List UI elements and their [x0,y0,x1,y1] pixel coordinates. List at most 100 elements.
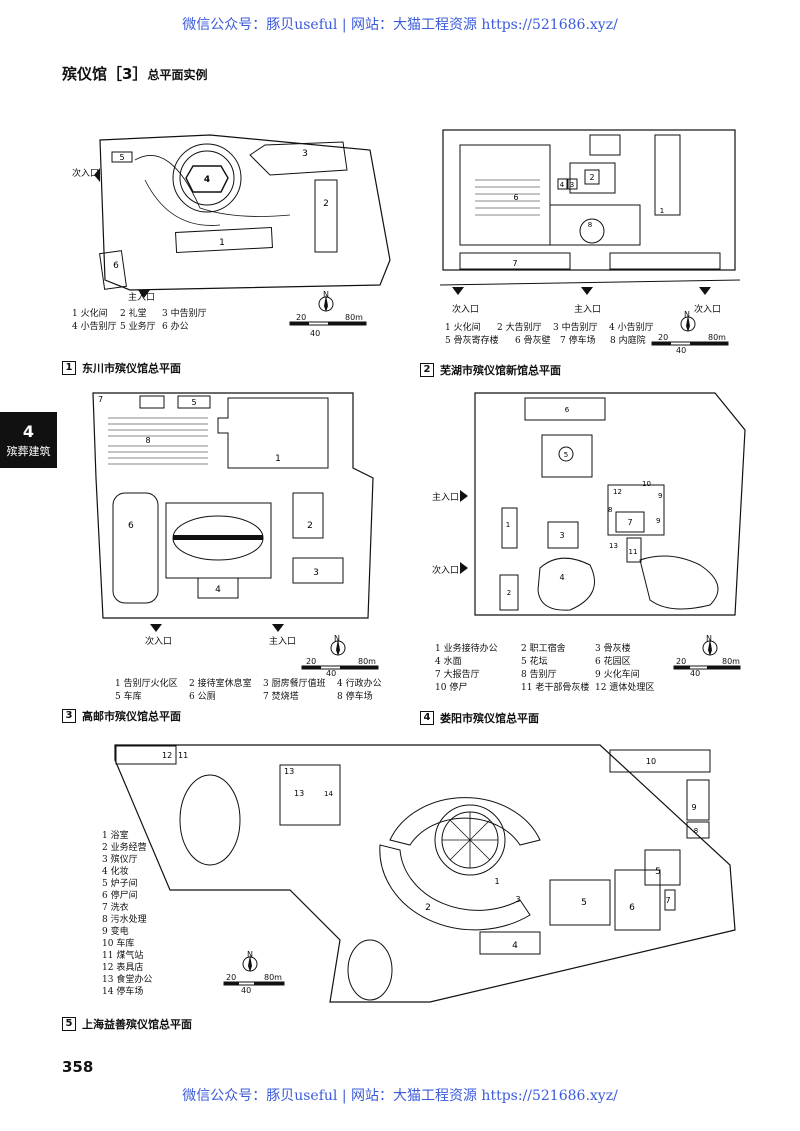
plan-3-secondary-entrance: 次入口 [145,637,173,647]
plan-4-num-12: 12 [613,488,622,496]
plan-5-num-11: 11 [178,751,188,760]
plan-1-scale-bar [289,295,367,326]
plan-4-legend-item: 9 火化车间 [595,670,640,680]
plan-3-caption-text: 高邮市殡仪馆总平面 [82,710,181,723]
plan-4-legend-item: 10 停尸 [435,683,468,693]
plan-4-num-6: 6 [565,406,570,414]
plan-5-num-5a: 5 [581,898,587,908]
plan-2-num-3: 3 [570,181,574,189]
plan-1-caption-text: 东川市殡仪馆总平面 [82,362,181,375]
plan-4-num-5: 5 [564,451,568,459]
plan-5-legend-item: 8 污水处理 [102,915,147,925]
plan-3-num-5: 5 [191,398,196,407]
plan-5-num-6: 6 [629,903,635,913]
plan-4-num-13: 13 [609,542,618,550]
plan-4-legend-item: 4 水面 [435,657,462,667]
plan-2-secondary-entrance-left: 次入口 [452,305,480,315]
watermark-top: 微信公众号：豚贝useful | 网站：大猫工程资源 https://52168… [182,17,618,33]
plan-2-legend-item: 2 大告别厅 [497,323,542,333]
plan-2-legend-item: 5 骨灰寄存楼 [445,336,499,346]
plan-5-legend-item: 13 食堂办公 [102,975,153,985]
plan-5-legend-item: 1 浴室 [102,831,129,841]
plan-5-scale-40: 40 [241,986,252,995]
plan-2-num-1: 1 [660,207,664,215]
plan-4-num-1: 1 [506,521,510,529]
plan-5-num-5b: 5 [655,867,661,877]
plan-2-num-2: 2 [589,173,594,182]
plan-5-num-13a: 13 [284,767,294,776]
plan-4-legend-item: 2 职工宿舍 [521,644,566,654]
plan-4-num-2: 2 [507,589,511,597]
plan-2-legend-item: 3 中告别厅 [553,323,598,333]
plan-5-legend-item: 5 炉子间 [102,879,138,889]
plan-4-num-11: 11 [629,548,638,556]
plan-5-legend-item: 3 殡仪厅 [102,855,138,865]
plan-5-num-13b: 13 [294,789,304,798]
page-title-sub: 总平面实例 [147,68,208,82]
page-title: 殡仪馆［3］总平面实例 [62,63,207,84]
plan-5-legend: 1 浴室 2 业务经营 3 殡仪厅 4 化妆 5 炉子间 6 停尸间 7 洗衣 … [102,830,182,998]
plan-1-legend-item: 5 业务厅 [120,322,156,332]
plan-4-caption-text: 娄阳市殡仪馆总平面 [440,712,539,725]
plan-3-legend-item: 8 停车场 [337,692,373,702]
plan-1-north: N [323,290,329,299]
plan-2-legend-item: 7 停车场 [560,336,596,346]
plan-3-num-3: 3 [313,568,319,578]
plan-5-legend-item: 2 业务经营 [102,843,147,853]
plan-2-legend-item: 6 骨灰壁 [515,336,551,346]
plan-1-num-4: 4 [204,175,210,185]
plan-1-legend-item: 4 小告别厅 [72,322,117,332]
plan-1-num-3: 3 [302,149,308,159]
chapter-tab-label: 殡葬建筑 [6,445,51,458]
plan-4-legend-item: 3 骨灰楼 [595,644,631,654]
plan-3-scale-20: 20 [306,657,317,666]
plan-5-legend-item: 10 车库 [102,939,135,949]
plan-4-num-4: 4 [559,573,564,582]
plan-1-num-5: 5 [119,153,124,162]
plan-4-num-9b: 9 [656,517,660,525]
plan-2-scale-bar [651,315,729,346]
plan-3-number-box: 3 [62,709,76,723]
plan-5-legend-item: 7 洗衣 [102,903,129,913]
plan-4-num-9a: 9 [658,492,662,500]
plan-4-legend-item: 7 大报告厅 [435,670,480,680]
plan-3-north: N [334,634,340,643]
plan-4-legend-item: 5 花坛 [521,657,548,667]
plan-4-scale-40: 40 [690,669,701,678]
plan-1-num-1: 1 [219,238,225,248]
plan-2-secondary-entrance-right: 次入口 [694,305,722,315]
plan-5-num-1: 1 [494,877,499,886]
plan-4-num-10: 10 [642,480,651,488]
plan-1-scale-80: 80m [345,313,363,322]
plan-4-num-3: 3 [559,531,564,540]
plan-3-main-entrance: 主入口 [269,637,297,647]
plan-3-scale-80: 80m [358,657,376,666]
plan-2-scale-20: 20 [658,333,669,342]
plan-2-legend-item: 8 内庭院 [610,336,646,346]
page-title-main: 殡仪馆［3］ [62,65,148,83]
plan-3-legend-item: 5 车库 [115,692,142,702]
plan-3-num-7: 7 [98,395,103,404]
plan-3-num-6: 6 [128,521,134,531]
plan-3-legend-item: 7 焚烧塔 [263,692,299,702]
plan-5-num-8: 8 [694,827,698,835]
plan-1-num-6: 6 [113,261,119,271]
plan-4-legend-item: 1 业务接待办公 [435,644,498,654]
plan-2-north: N [684,310,690,319]
plan-4-number-box: 4 [420,711,434,725]
plan-2-legend-item: 1 火化间 [445,323,481,333]
plan-5-scale-80: 80m [264,973,282,982]
plan-5-num-7: 7 [665,896,670,905]
plan-3-legend-item: 2 接待室休息室 [189,679,252,689]
plan-5-north: N [247,950,253,959]
plan-5-legend-item: 4 化妆 [102,867,129,877]
plan-1-scale-40: 40 [310,329,321,338]
plan-3-caption: 3 高邮市殡仪馆总平面 [62,708,181,724]
